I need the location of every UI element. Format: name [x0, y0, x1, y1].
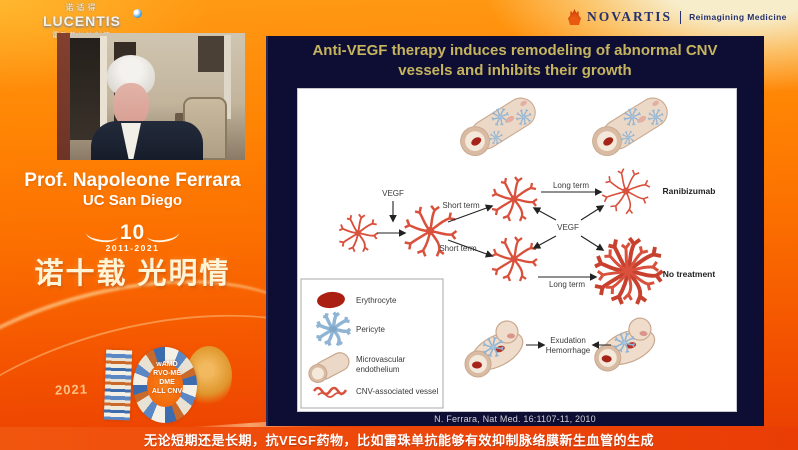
hemorrhage-label: Hemorrhage	[546, 346, 591, 355]
short-term-upper-label: Short term	[442, 201, 480, 210]
vegf-to-lower-cluster-arrow	[532, 235, 557, 249]
indication-rvo-me: RVO-ME	[153, 370, 181, 377]
novartis-tagline: Reimagining Medicine	[689, 12, 787, 22]
pericyte-nucleus	[329, 326, 337, 332]
indication-all-cnv: ALL CNV	[151, 388, 183, 395]
cnv-cluster-short-term-upper	[490, 175, 539, 223]
figure-legend: Erythrocyte Pericyte Microvascular endot…	[300, 278, 444, 409]
speaker-name: Prof. Napoleone Ferrara	[24, 170, 241, 191]
slide-title-line1: Anti-VEGF therapy induces remodeling of …	[312, 42, 718, 59]
speaker-video	[57, 33, 245, 160]
novartis-divider	[680, 10, 682, 24]
video-wall-art	[198, 36, 227, 72]
lucentis-wordmark: LUCENTIS	[24, 9, 142, 29]
subtitle-bar	[0, 427, 798, 450]
anniversary-arc-right	[146, 225, 180, 244]
video-door-trim	[100, 36, 107, 148]
leaky-vessel-left	[465, 321, 529, 377]
anniversary-number: 10	[119, 221, 146, 244]
cnv-cluster-ranibizumab-remodeled	[598, 163, 655, 220]
legend-microvascular-label-line1: Microvascular	[356, 355, 406, 364]
vegf-to-no-treatment-arrow	[580, 235, 605, 251]
short-term-lower-label: Short term	[439, 244, 477, 253]
long-term-lower-label: Long term	[549, 280, 585, 289]
book-stack-one	[103, 349, 133, 421]
no-treatment-label: No treatment	[663, 269, 716, 279]
cnv-cluster-initial	[338, 213, 379, 253]
video-door-trim-2	[224, 35, 231, 119]
indication-list: wAMD RVO-ME DME ALL CNV	[137, 360, 197, 396]
figure-panel: VEGF VEGF Short term Short term Long ter…	[297, 88, 737, 412]
long-term-upper-label: Long term	[553, 181, 589, 190]
speaker-suit	[91, 121, 203, 160]
speaker-face	[113, 83, 149, 127]
legend-cnv-vessel-label: CNV-associated vessel	[356, 387, 438, 396]
cnv-remodeling-figure: VEGF VEGF Short term Short term Long ter…	[300, 89, 716, 409]
lucentis-swirl-icon	[133, 9, 142, 18]
normal-vessel-icon-right	[587, 92, 673, 161]
normal-vessel-icon-left	[455, 92, 541, 161]
subtitle-text: 无论短期还是长期，抗VEGF药物，比如雷珠单抗能够有效抑制脉络膜新生血管的生成	[144, 433, 654, 448]
vegf-to-remodeled-arrow	[580, 205, 605, 221]
novartis-flame-icon	[568, 9, 581, 25]
video-chair	[183, 97, 227, 160]
indication-dme: DME	[159, 379, 175, 386]
vegf-center-label: VEGF	[557, 223, 579, 232]
slide-title-line2: vessels and inhibits their growth	[398, 62, 632, 79]
legend-erythrocyte-label: Erythrocyte	[356, 296, 397, 305]
anniversary-mark: 10 2011-2021	[5, 221, 260, 253]
year-watermark: 2021	[54, 381, 89, 398]
legend-microvascular-label-line2: endothelium	[356, 365, 400, 374]
indication-wamd: wAMD	[156, 361, 178, 368]
cnv-cluster-short-term-lower	[490, 235, 539, 283]
legend-pericyte-label: Pericyte	[356, 325, 385, 334]
novartis-logo: NOVARTIS Reimagining Medicine	[568, 7, 787, 27]
anniversary-years: 2011-2021	[105, 243, 160, 253]
ranibizumab-label: Ranibizumab	[663, 186, 716, 196]
anniversary-arc-left	[85, 225, 119, 244]
short-term-upper-arrow	[447, 204, 494, 223]
campaign-slogan: 诺十载 光明情	[34, 258, 231, 290]
cnv-cluster-no-treatment-overlay	[590, 233, 667, 310]
presentation-slide: Anti-VEGF therapy induces remodeling of …	[266, 36, 764, 426]
video-red-wall	[57, 33, 70, 160]
book-ring-center	[147, 363, 183, 407]
vegf-top-label: VEGF	[382, 189, 404, 198]
slide-title: Anti-VEGF therapy induces remodeling of …	[266, 41, 764, 81]
lucentis-cn-name: 诺适得	[65, 3, 99, 12]
cnv-vessel-icon-2	[317, 392, 343, 398]
novartis-wordmark: NOVARTIS	[587, 9, 673, 24]
vegf-to-upper-cluster-arrow	[532, 207, 557, 221]
erythrocyte-icon	[317, 291, 345, 309]
speaker-affiliation: UC San Diego	[82, 192, 183, 209]
short-term-lower-arrow	[447, 239, 494, 258]
exudation-label: Exudation	[550, 336, 586, 345]
video-doorway	[70, 38, 100, 140]
slide-citation: N. Ferrara, Nat Med. 16:1107-11, 2010	[434, 414, 596, 424]
